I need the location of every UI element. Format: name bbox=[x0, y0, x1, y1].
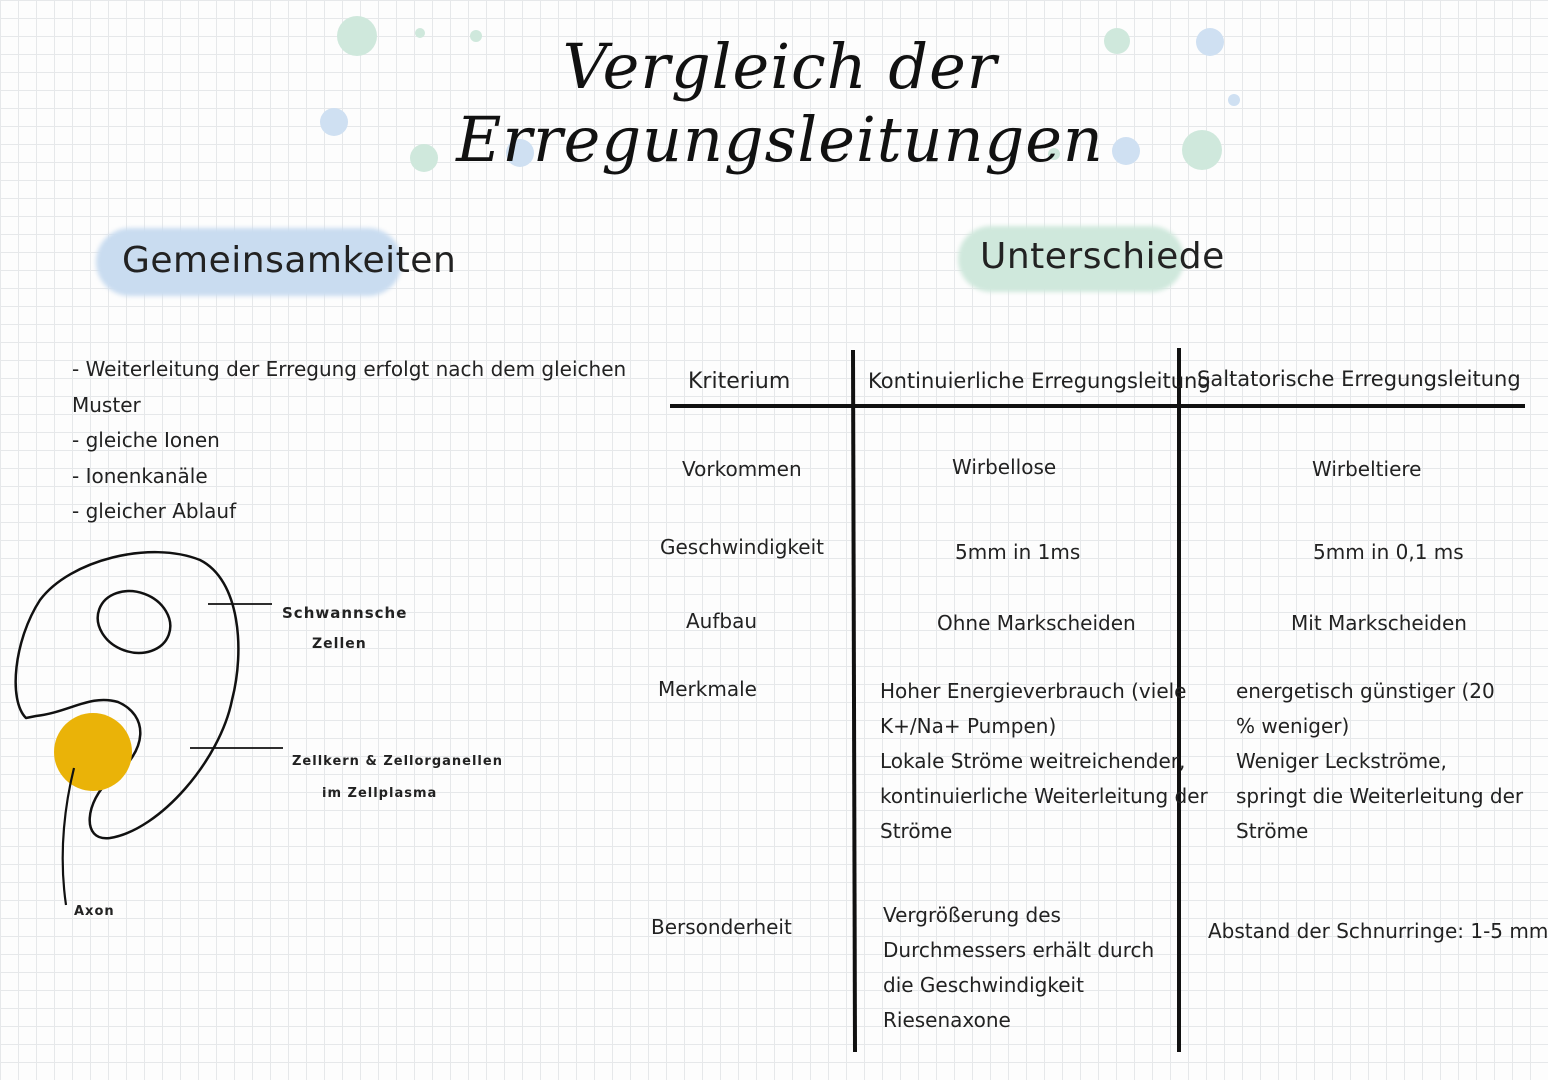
table-header-saltatory: Saltatorische Erregungsleitung bbox=[1197, 367, 1521, 391]
cell-line: Ströme bbox=[1236, 819, 1309, 843]
schwann-label: Zellen bbox=[312, 636, 367, 652]
decor-dot bbox=[1228, 94, 1240, 106]
table-cell-saltatory: Wirbeltiere bbox=[1312, 457, 1422, 481]
gemeinsamkeiten-notes: - Weiterleitung der Erregung erfolgt nac… bbox=[72, 352, 627, 530]
cell-line: kontinuierliche Weiterleitung der bbox=[880, 784, 1208, 808]
cell-line: K+/Na+ Pumpen) bbox=[880, 714, 1057, 738]
inner-ellipse bbox=[96, 589, 172, 655]
decor-dot bbox=[506, 139, 534, 167]
cell-line: Riesenaxone bbox=[883, 1008, 1011, 1032]
gemeinsamkeiten-heading: Gemeinsamkeiten bbox=[122, 240, 457, 281]
schwann-label: Schwannsche bbox=[282, 604, 408, 622]
note-line: Muster bbox=[72, 392, 141, 417]
unterschiede-heading-wrap: Unterschiede bbox=[958, 222, 1224, 298]
table-header-criterion: Kriterium bbox=[688, 369, 791, 394]
table-cell-continuous: Ohne Markscheiden bbox=[937, 611, 1136, 635]
table-cell-saltatory: 5mm in 0,1 ms bbox=[1313, 540, 1464, 564]
cell-line: Weniger Leckströme, bbox=[1236, 749, 1447, 773]
table-header-continuous: Kontinuierliche Erregungsleitung bbox=[868, 369, 1211, 393]
table-cell-continuous: Vergrößerung des Durchmessers erhält dur… bbox=[883, 898, 1154, 1038]
decor-dot bbox=[320, 108, 348, 136]
cell-line: die Geschwindigkeit bbox=[883, 973, 1084, 997]
decor-dot bbox=[415, 28, 425, 38]
cell-line: % weniger) bbox=[1236, 714, 1350, 738]
schwann-cell-diagram bbox=[14, 550, 283, 906]
table-cell-criterion: Geschwindigkeit bbox=[660, 535, 825, 559]
heading-highlight bbox=[958, 226, 1184, 292]
table-cell-continuous: Wirbellose bbox=[952, 455, 1057, 479]
table-cell-saltatory: Mit Markscheiden bbox=[1291, 611, 1467, 635]
cell-line: springt die Weiterleitung der bbox=[1236, 784, 1524, 808]
decor-dot bbox=[1112, 137, 1140, 165]
schwann-cell-outline bbox=[14, 550, 240, 840]
nucleus-circle bbox=[54, 713, 132, 791]
table-cell-saltatory: energetisch günstiger (20 % weniger) Wen… bbox=[1236, 674, 1523, 849]
table-cell-saltatory: Abstand der Schnurringe: 1-5 mm bbox=[1208, 919, 1548, 943]
axon-label: Axon bbox=[74, 904, 115, 919]
table-cell-criterion: Aufbau bbox=[686, 609, 758, 633]
nucleus-label: Zellkern & Zellorganellen bbox=[292, 754, 503, 769]
decor-dot bbox=[1182, 130, 1222, 170]
decor-dot bbox=[470, 30, 482, 42]
cell-line: Lokale Ströme weitreichender, bbox=[880, 749, 1186, 773]
note-line: - gleicher Ablauf bbox=[72, 499, 237, 523]
page-title: Vergleich der Erregungsleitungen bbox=[456, 30, 1104, 176]
nucleus-label: im Zellplasma bbox=[322, 786, 438, 801]
table-cell-continuous: 5mm in 1ms bbox=[955, 540, 1081, 564]
table-cell-criterion: Merkmale bbox=[658, 677, 757, 701]
table-cell-criterion: Vorkommen bbox=[682, 457, 802, 481]
note-line: - gleiche Ionen bbox=[72, 428, 220, 452]
decor-dot bbox=[410, 144, 438, 172]
heading-highlight bbox=[96, 228, 402, 296]
decor-dot bbox=[1196, 28, 1224, 56]
note-line: - Ionenkanäle bbox=[72, 463, 208, 488]
comparison-table-lines bbox=[670, 348, 1525, 1053]
decor-dot bbox=[337, 16, 377, 56]
cell-line: Durchmessers erhält durch bbox=[883, 938, 1155, 962]
table-cell-criterion: Bersonderheit bbox=[651, 915, 792, 939]
decor-dot bbox=[1104, 28, 1130, 54]
note-line: - Weiterleitung der Erregung erfolgt nac… bbox=[72, 357, 627, 381]
cell-line: Vergrößerung des bbox=[883, 903, 1061, 927]
unterschiede-heading: Unterschiede bbox=[980, 236, 1225, 277]
axon-line bbox=[61, 767, 76, 906]
cell-line: Hoher Energieverbrauch (viele bbox=[880, 679, 1187, 703]
decor-dot bbox=[1048, 148, 1060, 160]
gemeinsamkeiten-heading-wrap: Gemeinsamkeiten bbox=[96, 222, 456, 302]
cell-line: Ströme bbox=[880, 819, 953, 843]
cell-line: energetisch günstiger (20 bbox=[1236, 679, 1495, 703]
table-cell-continuous: Hoher Energieverbrauch (viele K+/Na+ Pum… bbox=[880, 674, 1208, 849]
